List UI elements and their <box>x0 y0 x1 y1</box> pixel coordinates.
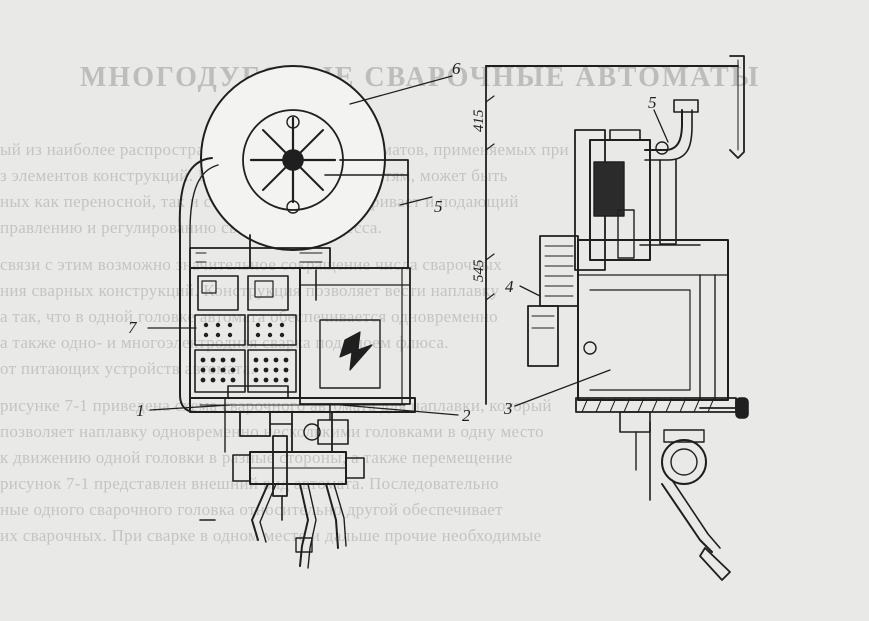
callout-4: 4 <box>505 277 514 296</box>
background-line: к движению одной головки в разные сторон… <box>0 448 513 467</box>
dimension-415: 415 <box>471 109 487 132</box>
background-line: их сварочных. При сварке в одном месте и… <box>0 526 542 545</box>
background-line: от питающих устройств автомата. <box>0 359 256 378</box>
callout-5-side: 5 <box>648 93 657 112</box>
indicator-grid <box>200 322 289 383</box>
callout-6: 6 <box>452 59 461 78</box>
callout-3: 3 <box>503 399 513 418</box>
side-view <box>485 55 749 581</box>
front-view <box>178 65 416 569</box>
callout-labels: 6 5 7 1 2 3 4 5 415 545 <box>128 59 657 425</box>
background-line: позволяет наплавку одновременно нескольк… <box>0 422 544 441</box>
background-title: МНОГОДУГОВЫЕ СВАРОЧНЫЕ АВТОМАТЫ <box>80 62 761 93</box>
callout-7: 7 <box>128 318 138 337</box>
dimension-545: 545 <box>471 259 487 282</box>
callout-1: 1 <box>136 401 145 420</box>
background-line: ные одного сварочного головка относитель… <box>0 500 503 519</box>
callout-2: 2 <box>462 406 471 425</box>
callout-5: 5 <box>434 197 443 216</box>
leader-lines <box>147 75 669 416</box>
wire-reel <box>200 65 386 251</box>
background-line: ния сварных конструкций. Конструкция поз… <box>0 281 500 300</box>
background-line: а также одно- и многоэлектродная сварка … <box>0 333 449 352</box>
background-line: а так, что в одной головке автомата обес… <box>0 307 498 326</box>
